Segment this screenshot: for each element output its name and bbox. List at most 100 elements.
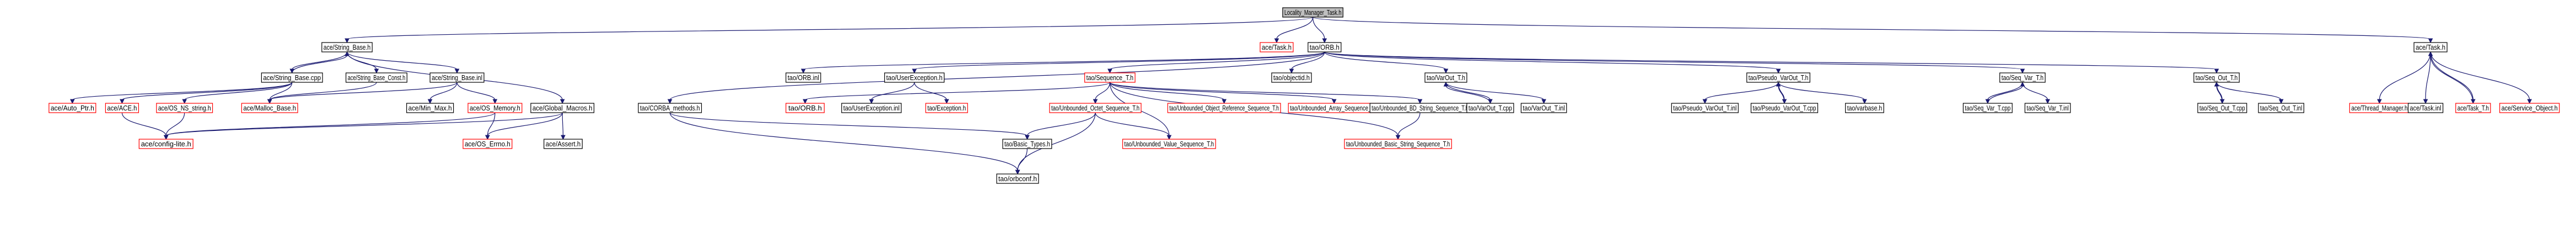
node-vararray[interactable]: tao/varbase.h	[1845, 103, 1884, 113]
node-label: ace/Task.h	[2416, 43, 2445, 51]
edge-taoseq-to-unboundedbd	[1109, 82, 1423, 104]
node-strinl[interactable]: ace/String_Base.inl	[429, 72, 485, 83]
node-box-pseudovarout	[1746, 72, 1810, 83]
node-seqvarinl[interactable]: tao/Seq_Var_T.inl	[2024, 103, 2071, 113]
node-taoseq: tao/Sequence_T.h	[1084, 72, 1136, 83]
node-box-seqvarinl	[2024, 103, 2071, 113]
node-seqout[interactable]: tao/Seq_Out_T.h	[2193, 72, 2240, 83]
node-unboundedbd[interactable]: tao/Unbounded_BD_String_Sequence_T.h	[1369, 103, 1471, 113]
node-varoutinl[interactable]: tao/VarOut_T.inl	[1520, 103, 1567, 113]
node-userexc[interactable]: tao/UserException.h	[884, 72, 945, 83]
node-box-unboundedvalue	[1122, 139, 1216, 149]
node-label: ace/Thread_Manager.h	[2351, 104, 2407, 112]
node-pseudoinl[interactable]: tao/Pseudo_VarOut_T.inl	[1671, 103, 1739, 113]
edge-seqoutcpp-to-seqout	[2214, 81, 2223, 104]
node-box-taoorbh	[786, 103, 825, 113]
node-pseudovarout[interactable]: tao/Pseudo_VarOut_T.h	[1746, 72, 1810, 83]
node-label: tao/Sequence_T.h	[1087, 73, 1133, 82]
node-label: Locality_Manager_Task.h	[1284, 8, 1341, 17]
edge-task-to-threadmgr	[2377, 51, 2431, 104]
node-serviceobj: ace/Service_Object.h	[2499, 103, 2560, 113]
node-root: Locality_Manager_Task.h	[1282, 7, 1343, 18]
edge-unboundedoctet-to-unboundedvalue	[1095, 112, 1172, 140]
edge-orb-to-pseudovarout	[1324, 51, 1781, 74]
edge-strbasecpp-to-autoptr	[69, 82, 293, 104]
node-label: tao/ORB.h	[1310, 43, 1340, 51]
edge-seqvar-to-seqvarinl	[2022, 82, 2050, 104]
node-box-strconst	[345, 72, 407, 83]
node-seqvar[interactable]: tao/Seq_Var_T.h	[1999, 72, 2046, 83]
node-box-orbinl	[786, 72, 821, 83]
node-label: tao/Pseudo_VarOut_T.cpp	[1752, 104, 1816, 112]
node-userexcinl[interactable]: tao/UserException.inl	[841, 103, 902, 113]
node-label: tao/VarOut_T.inl	[1523, 104, 1564, 112]
node-taskinl[interactable]: ace/Task.inl	[2407, 103, 2444, 113]
node-label: ace/OS_Errno.h	[465, 140, 510, 148]
edge-orb-to-corbamethods	[667, 51, 1325, 104]
edge-strbasecpp-to-strbase	[292, 51, 349, 73]
node-box-aceh	[105, 103, 139, 113]
node-taoexc: tao/Exception.h	[925, 103, 968, 113]
node-corbamethods[interactable]: tao/CORBA_methods.h	[638, 103, 702, 113]
node-box-root	[1282, 7, 1343, 18]
edge-taskt-to-task	[2428, 51, 2473, 104]
node-seqoutinl[interactable]: tao/Seq_Out_T.inl	[2258, 103, 2304, 113]
node-box-strinl	[429, 72, 485, 83]
node-label: ace/Service_Object.h	[2502, 104, 2558, 112]
node-box-strbasecpp	[261, 72, 323, 83]
edge-osmem-to-configlite	[163, 112, 496, 140]
node-box-globalmacros	[530, 103, 595, 113]
edge-pseudovarout-to-pseudoinl	[1702, 82, 1779, 104]
node-box-corbamethods	[638, 103, 702, 113]
node-label: tao/varbase.h	[1847, 104, 1883, 112]
node-seqoutcpp[interactable]: tao/Seq_Out_T.cpp	[2197, 103, 2247, 113]
edge-strbasecpp-to-aceh	[120, 82, 293, 104]
edge-corbamethods-to-orbconf	[669, 112, 1020, 175]
node-mallocbase: ace/Malloc_Base.h	[241, 103, 298, 113]
edge-aceh-to-configlite	[121, 112, 169, 140]
node-label: ace/Global_Macros.h	[533, 104, 593, 112]
node-strconst[interactable]: ace/String_Base_Const.h	[345, 72, 407, 83]
node-orbinl[interactable]: tao/ORB.inl	[786, 72, 821, 83]
node-minmax[interactable]: ace/Min_Max.h	[406, 103, 454, 113]
edge-unboundedoctet-to-basictypes	[1025, 112, 1096, 140]
node-label: tao/ORB.inl	[788, 73, 819, 82]
node-varout[interactable]: tao/VarOut_T.h	[1424, 72, 1467, 83]
node-task[interactable]: ace/Task.h	[2413, 42, 2448, 52]
edge-strbase-to-strinl	[346, 51, 460, 74]
node-pseudocpp[interactable]: tao/Pseudo_VarOut_T.cpp	[1750, 103, 1819, 113]
node-assert[interactable]: ace/Assert.h	[544, 139, 583, 149]
node-objectid[interactable]: tao/objectid.h	[1271, 72, 1312, 83]
node-varoutcpp[interactable]: tao/VarOut_T.cpp	[1466, 103, 1514, 113]
edge-varoutcpp-to-varout	[1443, 81, 1491, 104]
node-taskt: ace/Task_T.h	[2455, 103, 2491, 113]
edge-basictypes-to-orbconf	[1015, 148, 1028, 175]
node-label: tao/VarOut_T.cpp	[1469, 104, 1512, 112]
node-label: tao/Seq_Var_T.inl	[2026, 104, 2068, 112]
node-aceh: ace/ACE.h	[105, 103, 139, 113]
node-osmem: ace/OS_Memory.h	[467, 103, 523, 113]
node-strbase[interactable]: ace/String_Base.h	[321, 42, 373, 52]
node-box-varoutinl	[1520, 103, 1567, 113]
node-strbasecpp[interactable]: ace/String_Base.cpp	[261, 72, 323, 83]
node-orbconf[interactable]: tao/orbconf.h	[996, 173, 1039, 184]
node-label: ace/config-lite.h	[141, 140, 191, 148]
edge-pseudovarout-to-vararray	[1778, 82, 1867, 104]
edge-orb-to-orbinl	[800, 51, 1325, 74]
node-box-seqvar	[1999, 72, 2046, 83]
node-seqvarcpp[interactable]: tao/Seq_Var_T.cpp	[1962, 103, 2013, 113]
node-label: ace/Malloc_Base.h	[243, 104, 296, 112]
node-autoptr: ace/Auto_Ptr.h	[49, 103, 96, 113]
edge-globalmacros-to-assert	[561, 112, 566, 140]
node-box-pseudoinl	[1671, 103, 1739, 113]
edge-strinl-to-mallocbase	[267, 82, 458, 104]
node-label: tao/Pseudo_VarOut_T.h	[1749, 73, 1809, 82]
node-basictypes[interactable]: tao/Basic_Types.h	[1002, 139, 1052, 149]
node-orb[interactable]: tao/ORB.h	[1308, 42, 1342, 52]
edge-task-to-taskt	[2430, 51, 2476, 104]
node-label: ace/ACE.h	[107, 104, 137, 112]
node-globalmacros[interactable]: ace/Global_Macros.h	[530, 103, 595, 113]
edge-userexc-to-taoexc	[914, 82, 949, 104]
node-box-pseudocpp	[1750, 103, 1819, 113]
node-label: tao/UserException.inl	[843, 104, 900, 112]
